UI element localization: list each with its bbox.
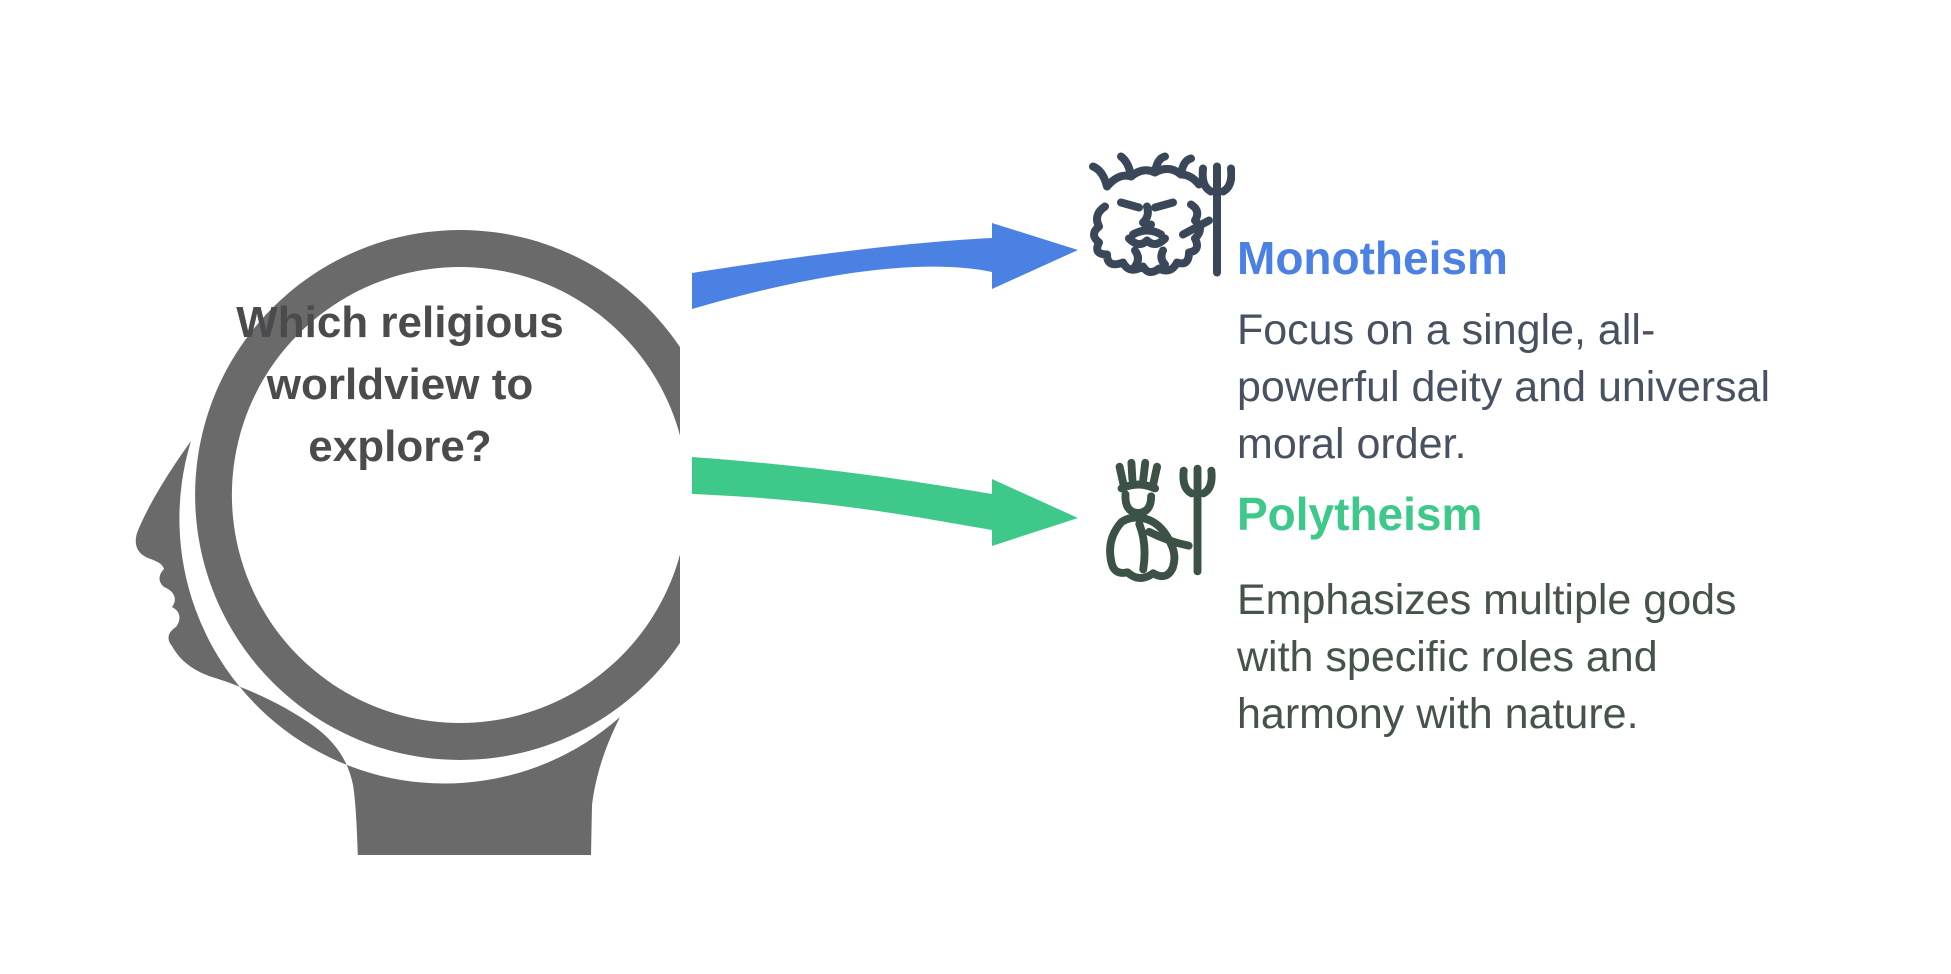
trident-icon [1179,464,1216,576]
polytheism-heading: Polytheism [1237,488,1483,540]
crown-icon [1115,458,1162,493]
face-stroke [1121,490,1156,518]
monotheism-heading: Monotheism [1237,232,1508,284]
polytheism-deity-icon [1106,458,1216,582]
polytheism-arrow-icon [692,457,1078,546]
frown-stroke [1129,226,1165,239]
robe-fold [1135,520,1149,574]
arm-stroke [1145,527,1193,550]
trident-icon [1198,162,1235,277]
arm-stroke [1179,216,1213,239]
angry-brows [1117,198,1177,212]
hair-strokes [1089,152,1203,191]
nose-stroke [1139,202,1155,230]
monotheism-description: Focus on a single, all- powerful deity a… [1237,306,1771,468]
mustache-strokes [1125,234,1169,248]
monotheism-deity-icon [1089,152,1235,277]
polytheism-description: Emphasizes multiple gods with specific r… [1237,576,1737,738]
beard-strands [1131,246,1169,271]
robe-outline [1106,513,1179,582]
monotheism-arrow-icon [692,223,1078,309]
question-text: Which religious worldview to explore? [236,298,564,471]
head-silhouette [135,230,680,855]
beard-outline [1090,200,1204,276]
face-profile [135,441,620,855]
